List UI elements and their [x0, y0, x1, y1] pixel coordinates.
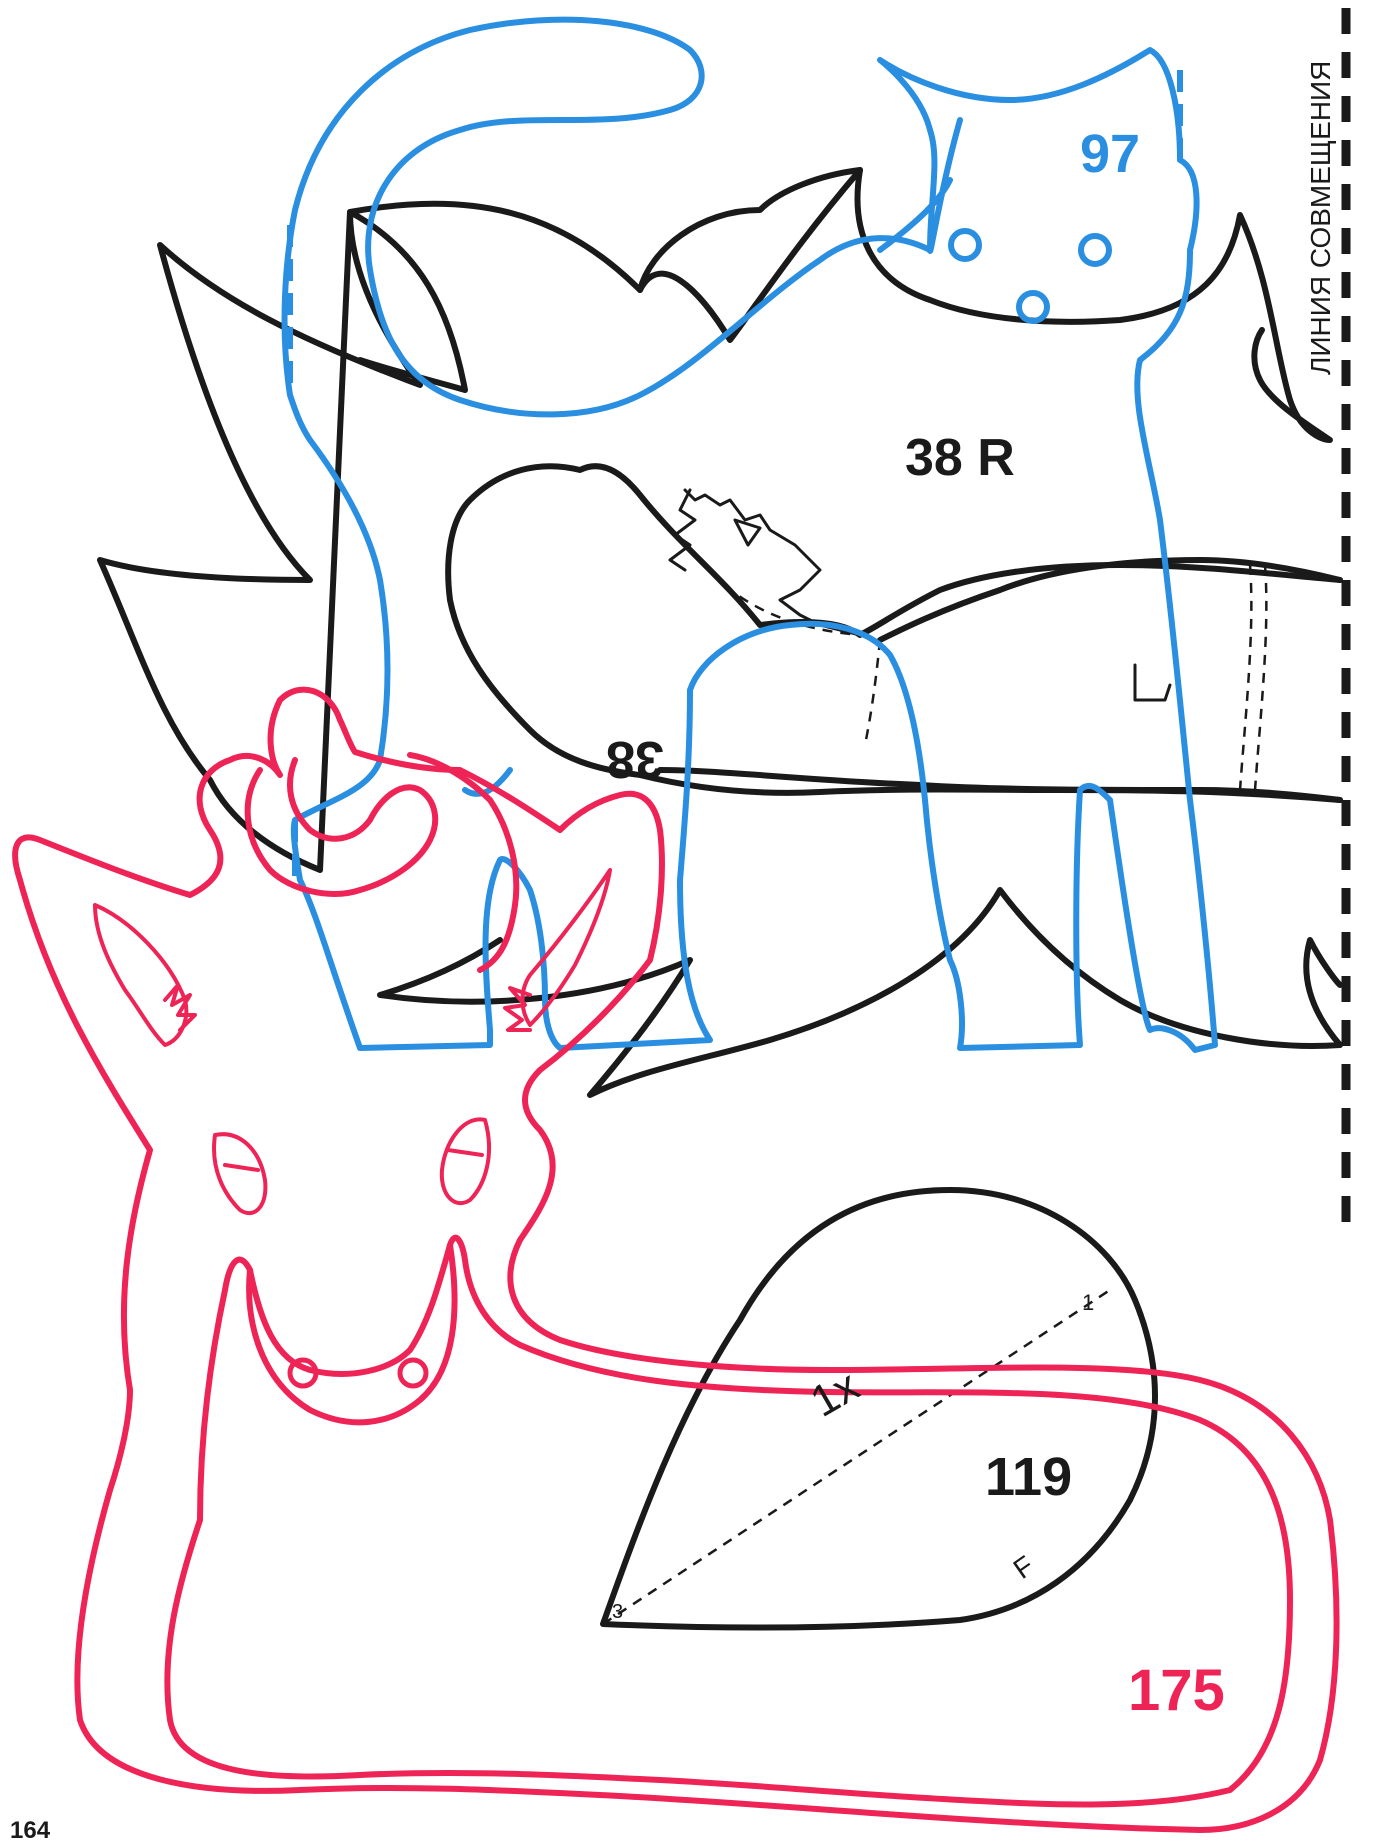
black-teardrop-diagonal-dashed	[602, 1288, 1111, 1626]
label-38r: 38 R	[905, 429, 1015, 487]
red-donkey-horn-right	[407, 752, 520, 973]
mark-3: 3	[612, 1601, 623, 1623]
black-spike-mid	[637, 167, 863, 343]
label-38-mirrored: 38	[606, 730, 664, 788]
alignment-line-label: ЛИНИЯ СОВМЕЩЕНИЯ	[1305, 61, 1336, 375]
page-number: 164	[10, 1817, 51, 1844]
red-eye-left	[212, 1132, 268, 1216]
red-nostril-right	[397, 1357, 429, 1389]
blue-cat-head	[877, 117, 963, 254]
red-eye-right	[439, 1117, 492, 1206]
label-97: 97	[1080, 124, 1140, 184]
red-ear-left	[93, 903, 189, 1047]
red-donkey-horn-left	[244, 757, 439, 897]
blue-nose	[1016, 290, 1050, 324]
label-175: 175	[1128, 1658, 1225, 1723]
blue-cat-outline	[281, 16, 1218, 1053]
black-head-face	[683, 488, 862, 637]
red-ear-right	[520, 868, 612, 1027]
black-head-hair	[668, 488, 697, 572]
black-eye	[733, 518, 762, 547]
label-119: 119	[985, 1447, 1072, 1507]
blue-small-accent	[462, 767, 513, 797]
red-ear-right-tuft	[503, 986, 532, 1032]
red-donkey-outer	[12, 686, 1340, 1833]
black-teardrop-outline	[600, 1187, 1158, 1631]
black-seam-dashed	[1238, 564, 1268, 791]
mark-1: 1	[1082, 1290, 1094, 1315]
blue-eye-left	[948, 228, 982, 262]
red-muzzle	[246, 1242, 458, 1426]
red-ear-left-tuft	[163, 983, 197, 1032]
red-nostril-left	[287, 1357, 319, 1389]
blue-cat-side-dash	[287, 225, 298, 885]
blue-eye-right	[1078, 233, 1112, 267]
black-head-body-outline	[445, 463, 1343, 803]
red-donkey-inner	[164, 1234, 1293, 1808]
black-dart-mark	[1133, 663, 1172, 702]
black-spike-upper	[347, 209, 468, 393]
mark-f: F	[1008, 1550, 1040, 1585]
black-neck-dashed	[699, 559, 882, 746]
